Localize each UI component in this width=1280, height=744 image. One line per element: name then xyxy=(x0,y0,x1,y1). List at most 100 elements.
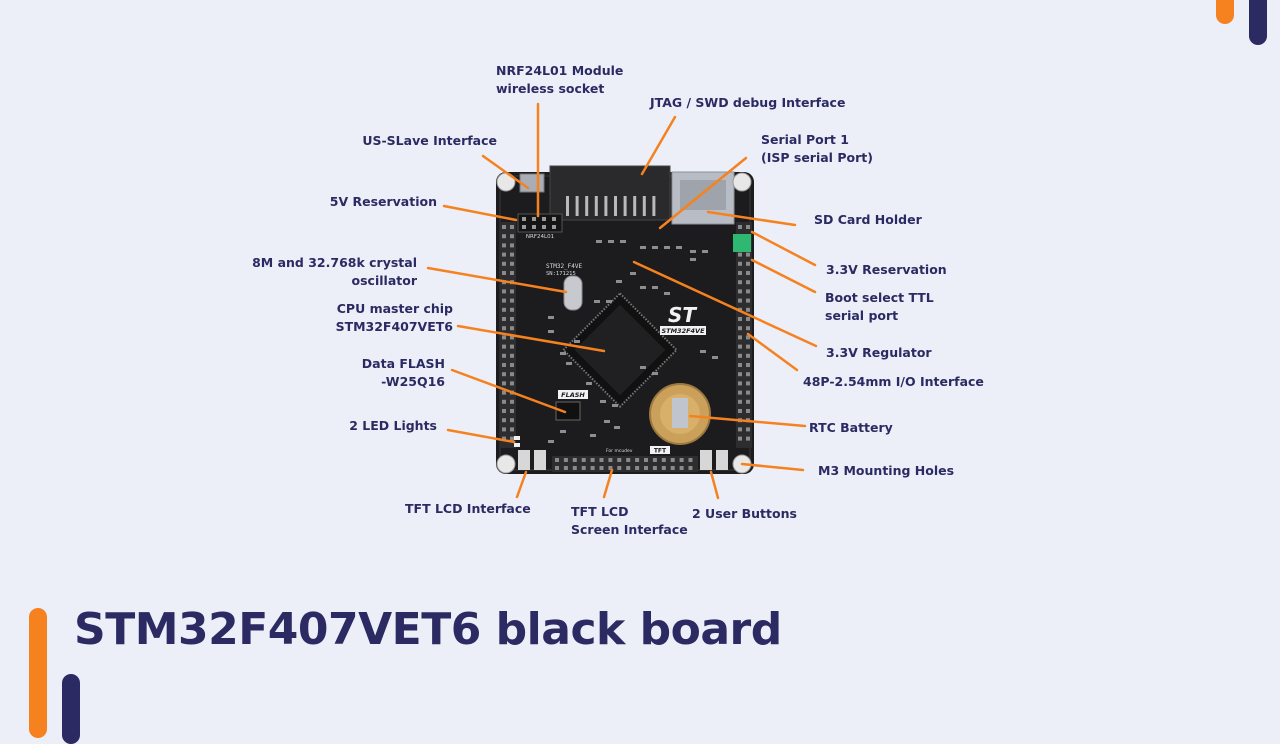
header-pin xyxy=(746,399,750,404)
smd-component xyxy=(620,240,626,243)
header-pin xyxy=(746,372,750,377)
jtag-pin xyxy=(566,196,569,216)
silk-model: STM32_F4VE xyxy=(546,263,583,270)
jtag-pin xyxy=(585,196,589,216)
header-pin xyxy=(661,466,666,470)
header-pin xyxy=(688,466,693,470)
leader-rtc xyxy=(688,414,807,428)
header-pin xyxy=(502,289,506,294)
label-nrf24l01: NRF24L01 Module wireless socket xyxy=(496,63,624,96)
nrf-pin xyxy=(532,217,536,221)
nrf-pin xyxy=(542,217,546,221)
nrf-pin xyxy=(552,217,556,221)
header-pin xyxy=(510,307,514,312)
header-pin xyxy=(738,335,742,340)
header-pin xyxy=(738,344,742,349)
nrf-pin xyxy=(522,225,526,229)
usb-connector xyxy=(519,173,545,193)
header-pin xyxy=(608,466,613,470)
header-pin xyxy=(626,466,631,470)
header-pin xyxy=(738,261,742,266)
header-pin xyxy=(555,458,559,462)
header-pin xyxy=(510,317,514,321)
leader-m3 xyxy=(740,462,805,472)
header-pin xyxy=(635,458,640,462)
leader-lines xyxy=(426,102,818,500)
header-pin xyxy=(502,243,506,248)
smd-component xyxy=(690,258,696,261)
header-pin xyxy=(502,372,506,377)
model-badge-text: STM32F4VE xyxy=(661,327,705,335)
header-pin xyxy=(738,280,742,285)
smd-component xyxy=(548,316,554,319)
smd-component xyxy=(652,372,658,375)
header-pin xyxy=(510,436,514,441)
header-pin xyxy=(738,436,742,441)
header-pin xyxy=(652,458,657,462)
header-pin xyxy=(581,458,586,462)
smd-component xyxy=(606,300,612,303)
user-buttons xyxy=(518,450,728,470)
nrf-pin xyxy=(522,217,526,221)
smd-component xyxy=(608,240,614,243)
nrf-pin xyxy=(532,225,536,229)
accent-bar-bottom-orange xyxy=(29,608,47,738)
header-pin xyxy=(746,390,750,395)
smd-component xyxy=(630,272,636,275)
header-pin xyxy=(502,234,506,239)
jtag-pin xyxy=(652,196,656,216)
header-pin xyxy=(502,225,506,229)
leader-jtag xyxy=(640,115,677,176)
smd-component xyxy=(700,350,706,353)
header-pin xyxy=(738,409,742,413)
jtag-pin xyxy=(594,196,598,216)
header-pin xyxy=(510,289,514,294)
jtag-pin xyxy=(575,196,579,216)
header-pin xyxy=(502,298,506,303)
label-data-flash: Data FLASH -W25Q16 xyxy=(361,356,445,389)
header-pin xyxy=(738,298,742,303)
header-pin xyxy=(679,458,684,462)
leader-led xyxy=(446,428,516,444)
leader-33reg xyxy=(632,260,818,348)
leader-usb xyxy=(481,154,530,190)
header-pin xyxy=(510,344,514,349)
header-pin xyxy=(502,335,506,340)
label-led-lights: 2 LED Lights xyxy=(349,418,437,433)
label-sd-card: SD Card Holder xyxy=(814,212,922,227)
smd-component xyxy=(616,280,622,283)
header-pin xyxy=(502,381,506,386)
flash-chip xyxy=(555,401,581,421)
crystal-oscillator xyxy=(563,275,583,311)
header-pin xyxy=(738,289,742,294)
label-tft-lcd-interface: TFT LCD Interface xyxy=(405,501,531,516)
header-pin xyxy=(679,466,684,470)
model-badge xyxy=(660,326,706,335)
nrf-pin xyxy=(542,225,546,229)
header-pin xyxy=(510,225,514,229)
header-pin xyxy=(599,458,604,462)
header-pin xyxy=(510,381,514,386)
smd-component xyxy=(676,246,682,249)
header-pin xyxy=(572,466,577,470)
header-pin xyxy=(617,458,622,462)
header-pin xyxy=(738,427,742,432)
leader-buttons xyxy=(709,470,720,500)
header-pin xyxy=(590,466,595,470)
smd-component xyxy=(652,286,658,289)
silk-sn: SN:171215 xyxy=(546,271,576,277)
header-pin xyxy=(599,466,604,470)
smd-component xyxy=(612,404,618,407)
jtag-connector xyxy=(549,165,671,221)
header-pin xyxy=(510,409,514,413)
leader-boot xyxy=(750,258,817,294)
label-io-interface: 48P-2.54mm I/O Interface xyxy=(803,374,984,389)
st-logo: ST xyxy=(668,303,697,327)
header-pin xyxy=(502,307,506,312)
label-cpu-chip: CPU master chip STM32F407VET6 xyxy=(335,301,453,334)
header-pin xyxy=(510,399,514,404)
leader-crystal xyxy=(426,266,568,294)
header-pin xyxy=(738,271,742,275)
header-pin xyxy=(746,252,750,257)
label-serial-port: Serial Port 1 (ISP serial Port) xyxy=(761,132,873,165)
